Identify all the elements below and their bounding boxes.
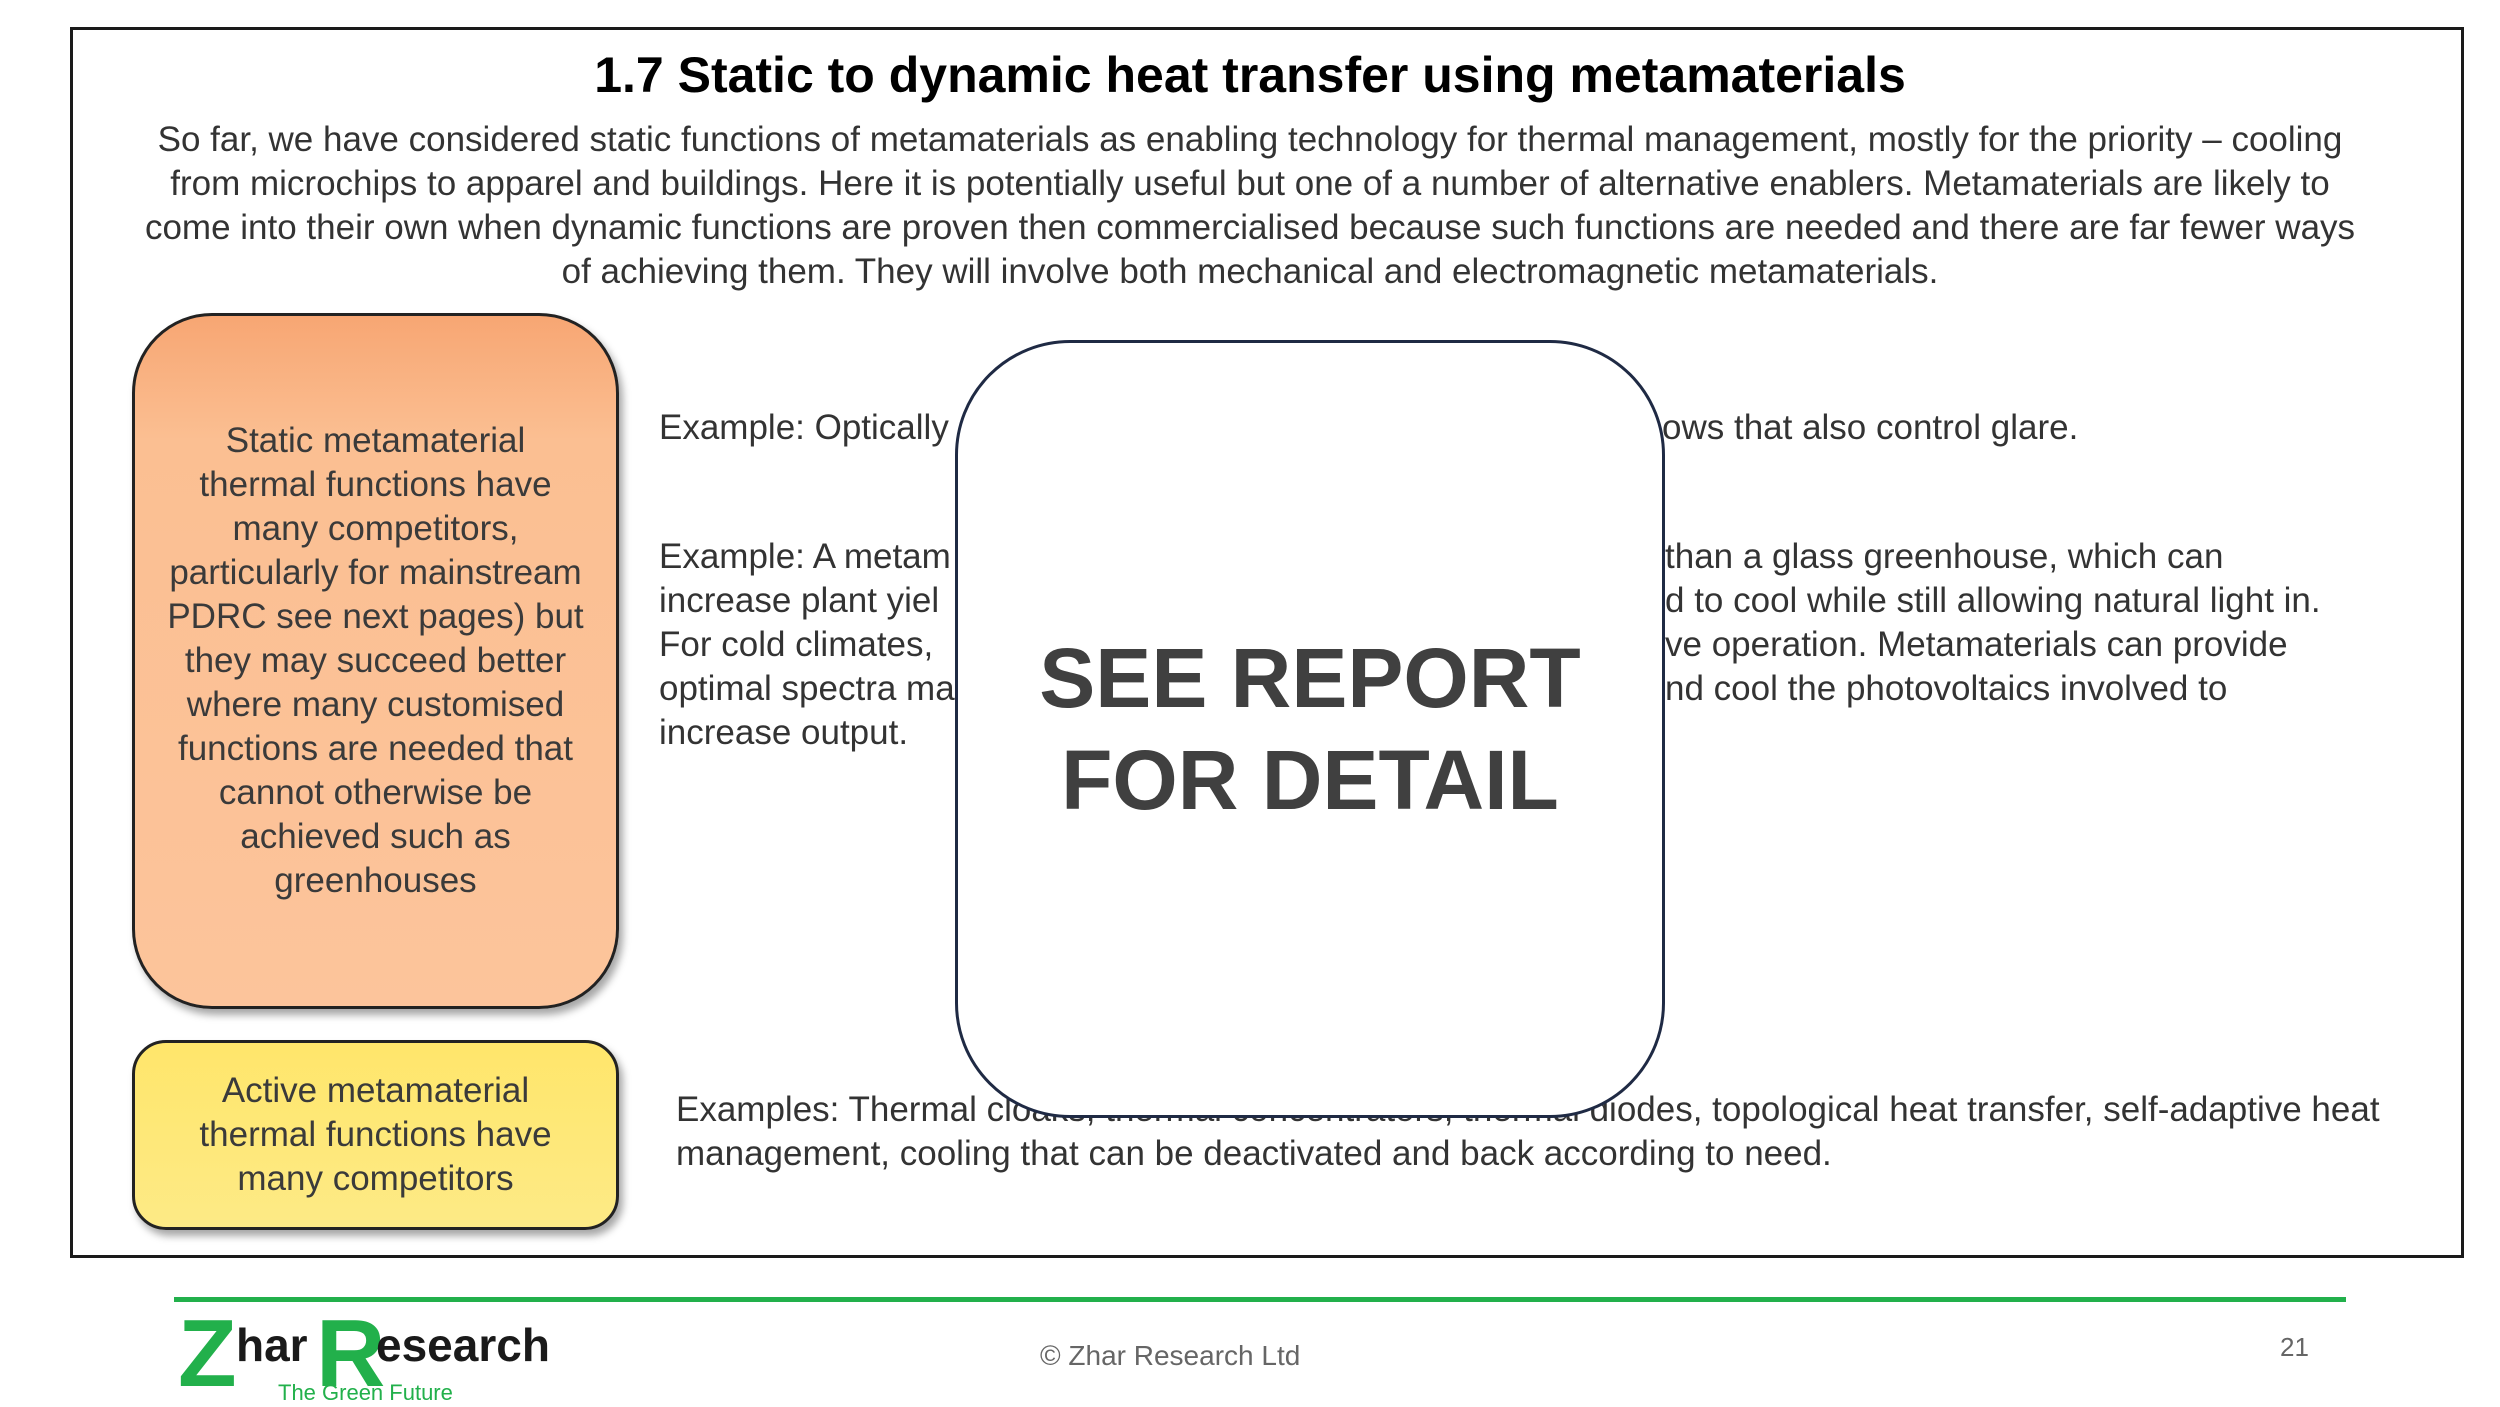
example-active-functions: Examples: Thermal cloaks, thermal concen… (676, 1090, 2380, 1173)
example-greenhouse-line-right: d to cool while still allowing natural l… (1665, 581, 2321, 620)
copyright-text: © Zhar Research Ltd (1040, 1340, 1301, 1371)
example-greenhouse-line: increase plant yiel (659, 581, 940, 620)
slide-frame (70, 27, 2464, 1258)
example-greenhouse-line: increase output. (659, 713, 909, 752)
logo-letter-r: R (316, 1300, 386, 1407)
example-greenhouse-line: Example: A metam (659, 537, 951, 576)
active-functions-box: Active metamaterial thermal functions ha… (132, 1040, 619, 1230)
zhar-research-logo: Z har R esearch The Green Future (178, 1300, 578, 1407)
example-optical: Example: Optically ows that also control… (659, 406, 2459, 450)
example-greenhouse-line: optimal spectra ma (659, 669, 955, 708)
example-greenhouse: Example: A metam increase plant yiel For… (659, 535, 2459, 755)
example-optical-right: ows that also control glare. (1662, 408, 2079, 447)
logo-letter-z: Z (178, 1300, 237, 1407)
example-optical-left: Example: Optically (659, 408, 949, 447)
static-functions-box: Static metamaterial thermal functions ha… (132, 313, 619, 1009)
footer-divider (174, 1297, 2346, 1302)
active-functions-text: Active metamaterial thermal functions ha… (199, 1071, 552, 1198)
slide-title: 1.7 Static to dynamic heat transfer usin… (594, 47, 1906, 103)
static-functions-text: Static metamaterial thermal functions ha… (167, 421, 584, 900)
intro-paragraph: So far, we have considered static functi… (144, 120, 2356, 291)
logo-text-esearch: esearch (376, 1319, 550, 1371)
logo-tagline: The Green Future (278, 1380, 453, 1405)
logo-text-har: har (236, 1319, 308, 1371)
example-greenhouse-line-right: than a glass greenhouse, which can (1665, 537, 2224, 576)
example-greenhouse-line-right: nd cool the photovoltaics involved to (1665, 669, 2228, 708)
overlay-line-2: FOR DETAIL (1061, 733, 1559, 827)
overlay-line-1: SEE REPORT (1039, 631, 1581, 725)
see-report-overlay: SEE REPORT FOR DETAIL (955, 340, 1665, 1118)
example-greenhouse-line: For cold climates, (659, 625, 934, 664)
page-number: 21 (2280, 1332, 2309, 1362)
example-greenhouse-line-right: ve operation. Metamaterials can provide (1665, 625, 2288, 664)
